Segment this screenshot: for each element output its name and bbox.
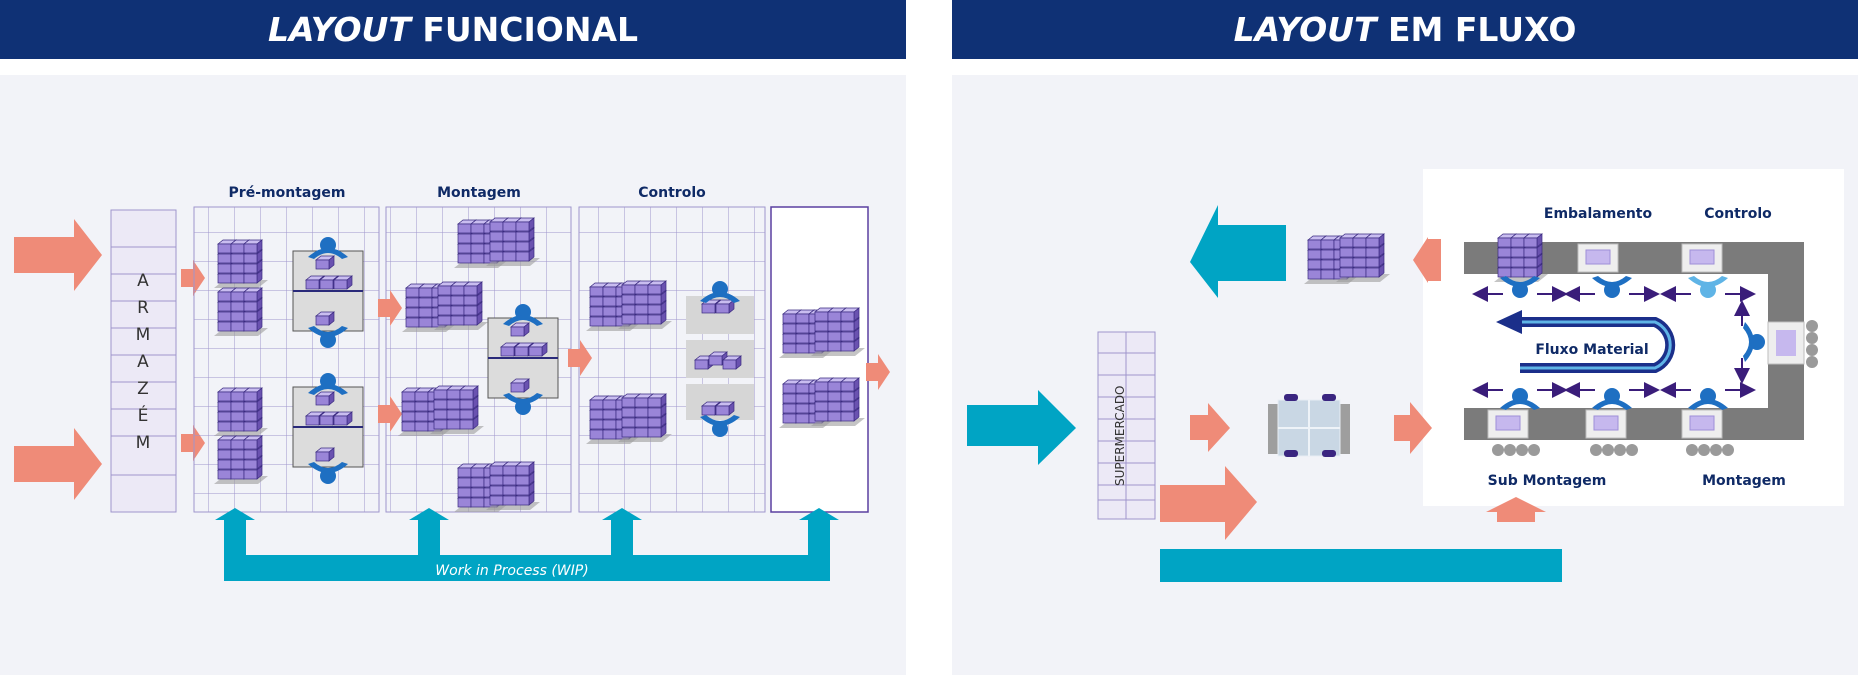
teal-bar	[1160, 549, 1562, 582]
armazem-letter-3: M	[136, 325, 151, 345]
input-teal-arrow	[967, 390, 1076, 465]
left-title: LAYOUT FUNCIONAL	[268, 10, 638, 49]
worker-icon	[1688, 276, 1728, 298]
section-pre-montagem: Pré-montagem	[229, 185, 346, 201]
pallet-stack	[398, 386, 484, 436]
pallet-stack	[214, 388, 268, 436]
output-teal-arrow	[1190, 205, 1286, 298]
wip-flow: Work in Process (WIP)	[215, 508, 839, 581]
workstation-montagem	[487, 304, 559, 415]
label-montagem: Montagem	[1702, 473, 1786, 489]
pallet-stack	[214, 240, 268, 288]
label-sub-montagem: Sub Montagem	[1488, 473, 1607, 489]
armazem-letter-7: M	[136, 433, 151, 453]
station-sub-montagem	[1487, 409, 1529, 439]
workstation-pre-top	[292, 237, 364, 348]
section-montagem: Montagem	[437, 185, 521, 201]
material-cart	[1268, 394, 1350, 457]
finished-goods-stack	[1304, 234, 1390, 284]
label-controlo: Controlo	[1704, 206, 1772, 222]
armazem-letter-5: Z	[137, 379, 149, 399]
pallet-stack	[454, 218, 540, 268]
label-embalamento: Embalamento	[1544, 206, 1653, 222]
pallet-stack	[779, 378, 865, 428]
supermercado-rack: SUPERMERCADO	[1097, 331, 1156, 520]
pallet-stack	[214, 436, 268, 484]
flow-arrow-up	[1486, 497, 1546, 522]
armazem-column: A R M A Z É M	[110, 209, 177, 513]
material-flow-arrow: Fluxo Material	[1496, 310, 1676, 373]
armazem-letter-2: R	[137, 298, 149, 318]
station-controlo	[1681, 243, 1723, 273]
flow-arrow-big	[1160, 466, 1257, 540]
supermercado-label: SUPERMERCADO	[1113, 385, 1127, 486]
pallet-stack	[586, 281, 672, 331]
pallet-stack	[1494, 234, 1548, 282]
right-header-bar	[952, 0, 1858, 59]
station-montagem	[1681, 409, 1723, 439]
movement-arrows	[1472, 286, 1756, 398]
workstation-pre-bottom	[292, 373, 364, 484]
inspection-station	[686, 281, 754, 437]
left-panel: LAYOUT FUNCIONAL A R M A Z É M	[0, 0, 906, 675]
armazem-letter-6: É	[138, 404, 149, 426]
worker-icon-right	[1743, 322, 1765, 362]
fluxo-material-label: Fluxo Material	[1535, 342, 1648, 358]
flow-arrow-out	[1413, 237, 1441, 283]
armazem-letter-1: A	[137, 271, 149, 291]
armazem-letter-4: A	[137, 352, 149, 372]
section-controlo: Controlo	[638, 185, 706, 201]
pallet-stack	[454, 462, 540, 512]
pallet-stack	[586, 394, 672, 444]
station-embalamento	[1577, 243, 1619, 273]
flow-arrow	[1190, 403, 1230, 452]
left-header-bar	[0, 0, 906, 59]
station-right	[1767, 320, 1818, 368]
pallet-stack	[214, 288, 268, 336]
flow-arrow	[1394, 402, 1432, 454]
wip-label: Work in Process (WIP)	[435, 563, 588, 579]
pallet-stack	[779, 308, 865, 358]
grid-expedicao	[770, 206, 869, 513]
right-title: LAYOUT EM FLUXO	[1234, 10, 1577, 49]
right-panel: LAYOUT EM FLUXO SUPERMERCADO	[952, 0, 1858, 675]
station-sub-montagem-2	[1585, 409, 1627, 439]
pallet-stack	[402, 282, 488, 332]
